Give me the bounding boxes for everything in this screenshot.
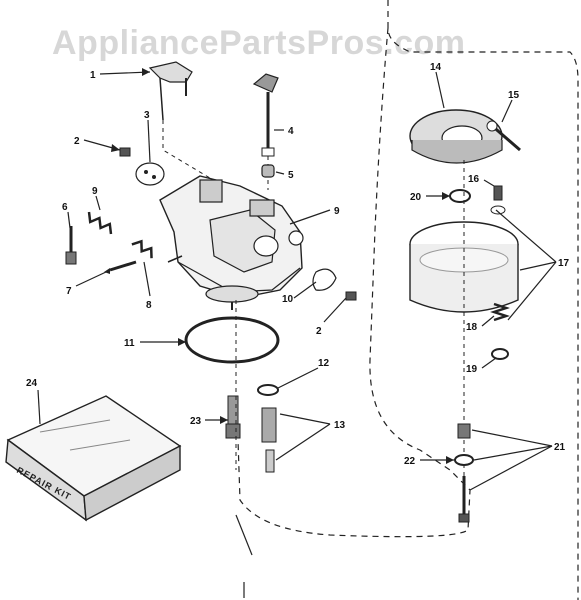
watermark: AppliancePartsPros.com	[52, 24, 466, 62]
callout-1: 1	[90, 70, 96, 81]
part-idle-screw	[65, 226, 77, 265]
callout-2b: 2	[316, 326, 322, 337]
callout-9: 9	[92, 186, 98, 197]
callout-9b: 9	[334, 206, 340, 217]
assembly-outline	[237, 0, 579, 600]
callout-14: 14	[430, 62, 442, 73]
part-washer-plate	[312, 268, 337, 291]
part-spring-18	[490, 302, 510, 322]
leader-arrows	[111, 68, 454, 464]
lower-leader	[235, 514, 253, 556]
callout-13: 13	[334, 420, 346, 431]
callout-15: 15	[508, 90, 520, 101]
callout-21: 21	[554, 442, 566, 453]
callout-22: 22	[404, 456, 416, 467]
callout-3: 3	[144, 110, 150, 121]
callout-2a: 2	[74, 136, 80, 147]
part-mixture-needle	[104, 260, 137, 274]
part-o-ring	[257, 384, 279, 396]
part-spring-upper	[87, 211, 113, 235]
leader-lines	[37, 71, 557, 491]
callout-11: 11	[124, 338, 135, 349]
part-screw-upper	[119, 147, 131, 157]
callout-12: 12	[318, 358, 330, 369]
callout-7: 7	[66, 286, 72, 297]
part-jet	[261, 407, 277, 473]
callout-16: 16	[468, 174, 480, 185]
callout-8: 8	[146, 300, 152, 311]
callout-6: 6	[62, 202, 68, 213]
callout-4: 4	[288, 126, 294, 137]
part-nozzle	[225, 395, 241, 439]
part-washer-20	[449, 189, 471, 203]
part-gasket-ring	[184, 316, 280, 364]
part-choke-shaft	[252, 73, 279, 190]
part-bushing	[261, 164, 275, 178]
callout-20: 20	[410, 192, 422, 203]
callout-18: 18	[466, 322, 478, 333]
callout-23: 23	[190, 416, 202, 427]
callout-24: 24	[26, 378, 38, 389]
part-throttle-plate	[135, 162, 165, 186]
part-screw-lower	[345, 291, 357, 301]
part-carburetor-body	[159, 175, 304, 310]
part-washer-19	[491, 348, 509, 360]
part-throttle-lever	[148, 61, 231, 191]
part-bowl-bolt	[454, 423, 474, 523]
callout-19: 19	[466, 364, 478, 375]
part-screw-16	[490, 185, 506, 215]
part-float-ring	[409, 109, 503, 164]
callout-5: 5	[288, 170, 294, 181]
part-repair-kit: REPAIR KIT	[5, 395, 182, 522]
part-spring-lower	[131, 239, 153, 259]
callout-17: 17	[558, 258, 570, 269]
callout-10: 10	[282, 294, 294, 305]
part-float-pin	[486, 120, 521, 152]
